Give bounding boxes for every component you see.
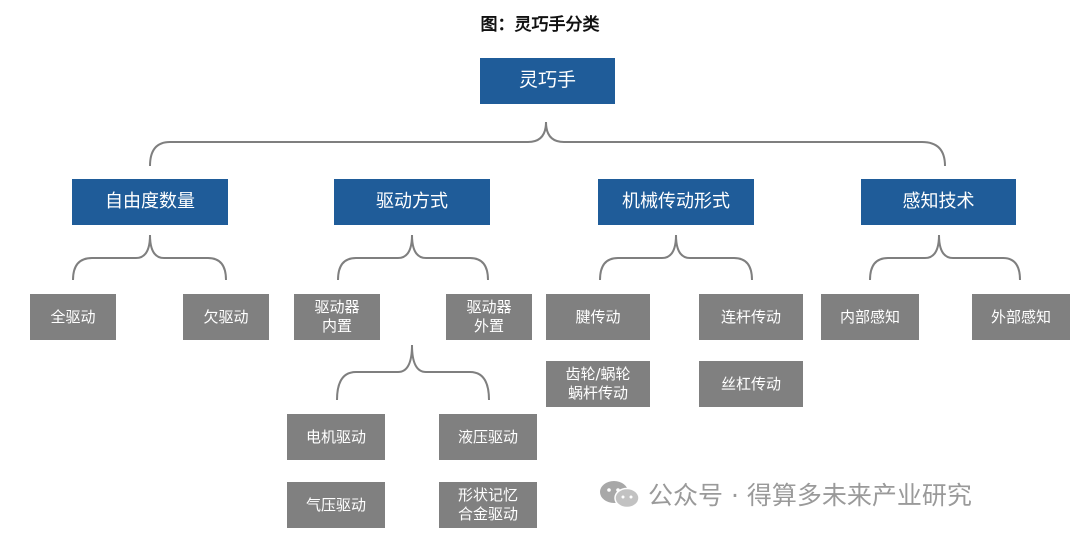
category-dof: 自由度数量 bbox=[72, 179, 228, 225]
watermark-text: 公众号 · 得算多未来产业研究 bbox=[648, 481, 972, 510]
category-drive: 驱动方式 bbox=[334, 179, 490, 225]
leaf-drive-external: 驱动器 外置 bbox=[446, 294, 532, 340]
diagram-title: 图：灵巧手分类 bbox=[480, 15, 600, 35]
root-node: 灵巧手 bbox=[480, 58, 615, 104]
leaf-screw-transmission: 丝杠传动 bbox=[699, 361, 803, 407]
leaf-motor-drive: 电机驱动 bbox=[287, 414, 385, 460]
drive-types-brace bbox=[336, 344, 490, 401]
leaf-gear-transmission: 齿轮/蜗轮 蜗杆传动 bbox=[546, 361, 650, 407]
category-sensing: 感知技术 bbox=[861, 179, 1016, 225]
root-brace bbox=[149, 121, 946, 167]
leaf-full-drive: 全驱动 bbox=[30, 294, 116, 340]
leaf-under-drive: 欠驱动 bbox=[183, 294, 269, 340]
leaf-sma-drive: 形状记忆 合金驱动 bbox=[439, 482, 537, 528]
watermark: 公众号 · 得算多未来产业研究 bbox=[598, 476, 972, 512]
category-transmission: 机械传动形式 bbox=[598, 179, 754, 225]
leaf-tendon-transmission: 腱传动 bbox=[546, 294, 650, 340]
leaf-pneumatic-drive: 气压驱动 bbox=[287, 482, 385, 528]
leaf-linkage-transmission: 连杆传动 bbox=[699, 294, 803, 340]
drive-brace bbox=[337, 234, 489, 281]
wechat-icon bbox=[600, 481, 640, 509]
leaf-internal-sensing: 内部感知 bbox=[821, 294, 919, 340]
leaf-drive-internal: 驱动器 内置 bbox=[294, 294, 380, 340]
transmission-brace bbox=[599, 234, 753, 281]
leaf-hydraulic-drive: 液压驱动 bbox=[439, 414, 537, 460]
leaf-external-sensing: 外部感知 bbox=[972, 294, 1070, 340]
sensing-brace bbox=[869, 234, 1021, 281]
dof-brace bbox=[72, 234, 227, 281]
